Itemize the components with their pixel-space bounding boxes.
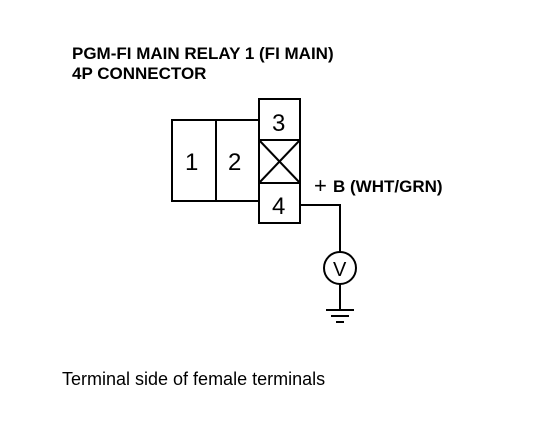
title-line-1: PGM-FI MAIN RELAY 1 (FI MAIN) (72, 44, 334, 63)
probe-wire-label: B (WHT/GRN) (333, 177, 443, 196)
pin-1-label: 1 (185, 149, 198, 176)
pin-2-label: 2 (228, 149, 241, 176)
probe-wire (300, 204, 341, 252)
title-line-2: 4P CONNECTOR (72, 64, 206, 83)
caption: Terminal side of female terminals (62, 369, 325, 389)
connector-4p: 1 2 3 4 (171, 98, 301, 224)
pin-4-label: 4 (272, 193, 285, 220)
probe-lead (300, 204, 341, 252)
positive-sign: + (314, 173, 327, 198)
empty-cavity-cross (258, 139, 301, 184)
ground-icon (326, 284, 354, 323)
voltmeter-symbol: V (333, 259, 347, 281)
pin-3-label: 3 (272, 110, 285, 137)
voltmeter: V (323, 251, 357, 285)
connector-housing-right (258, 98, 301, 224)
